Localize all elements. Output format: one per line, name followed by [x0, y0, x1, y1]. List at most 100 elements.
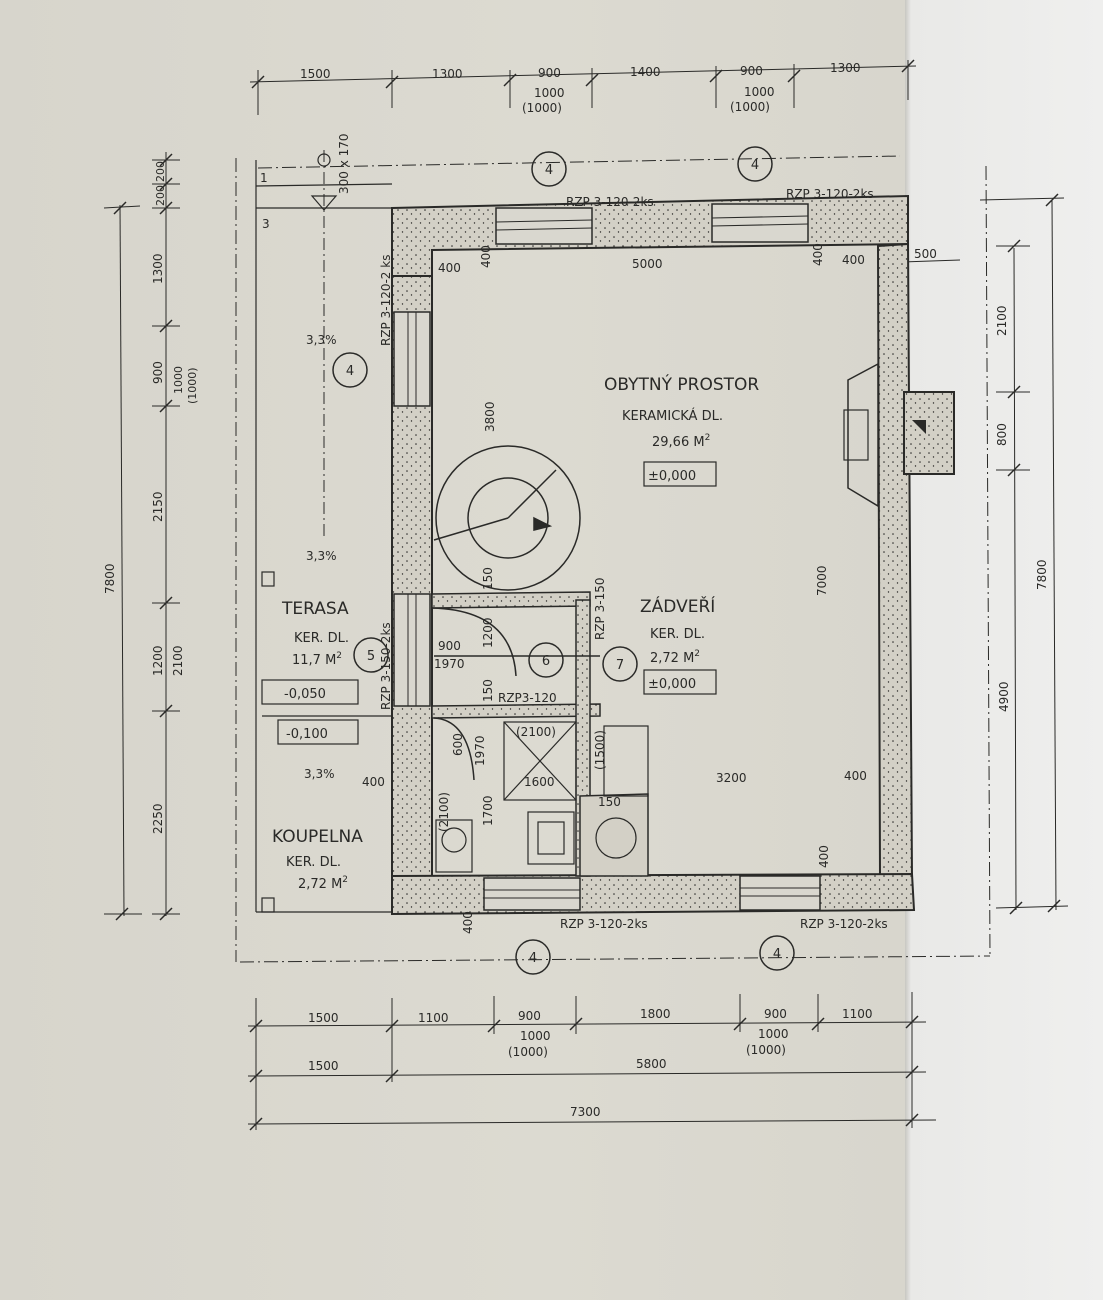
- window-label-bottom-left: RZP 3-120-2ks: [560, 917, 648, 931]
- dim-150b: 150: [481, 679, 495, 702]
- dim-bottom-sub1-b: 1000: [758, 1027, 789, 1041]
- dim-top-2: 1300: [432, 67, 463, 81]
- slope-top: 3,3%: [306, 333, 337, 347]
- dim-top-5: 900: [740, 64, 763, 78]
- dim-bottom-sub2-a: (1000): [508, 1045, 548, 1059]
- dim-left-2100: 2100: [171, 645, 185, 676]
- dim-left-2250: 2250: [151, 803, 165, 834]
- dim-right-500: 500: [914, 247, 937, 261]
- marker-4-bottom-right: 4: [773, 947, 781, 962]
- dim-1200: 1200: [481, 617, 495, 648]
- dim-3200: 3200: [716, 771, 747, 785]
- terrace-name: TERASA: [281, 599, 349, 619]
- dim-left-1000: 1000: [172, 366, 185, 394]
- dim-top-1: 1500: [300, 67, 331, 81]
- dim-bottom2-2: 5800: [636, 1057, 667, 1071]
- dim-5000: 5000: [632, 257, 663, 271]
- living-area: 29,66 M2: [652, 433, 710, 450]
- dim-bottom-1: 1500: [308, 1011, 339, 1025]
- dim-900: 900: [438, 639, 461, 653]
- bathroom-name: KOUPELNA: [272, 827, 363, 847]
- dim-bottom-sub2-b: (1000): [746, 1043, 786, 1057]
- marker-5: 5: [367, 649, 375, 664]
- terrace-level-2: -0,100: [286, 727, 328, 742]
- dim-400f: 400: [817, 845, 831, 868]
- dim-left-1200: 1200: [151, 645, 165, 676]
- dim-right-800: 800: [995, 423, 1009, 446]
- window-openings: [393, 203, 821, 911]
- dim-left-1300: 1300: [151, 253, 165, 284]
- marker-numbers: 4 4 4 5 6 7 4 4: [346, 158, 781, 966]
- dim-400a: 400: [438, 261, 461, 275]
- dim-bottom-6: 1100: [842, 1007, 873, 1021]
- section-markers: [332, 146, 795, 975]
- dim-bottom-2: 1100: [418, 1011, 449, 1025]
- window-label-bath: RZP3-120: [498, 691, 557, 705]
- living-floor: KERAMICKÁ DL.: [622, 408, 723, 424]
- slope-middle: 3,3%: [306, 549, 337, 563]
- dim-right-4900: 4900: [997, 681, 1011, 712]
- slope-bottom: 3,3%: [304, 767, 335, 781]
- dim-3800: 3800: [483, 401, 497, 432]
- marker-4-top-right: 4: [751, 158, 759, 173]
- dimension-lines: [103, 60, 1069, 1130]
- dim-400d: 400: [362, 775, 385, 789]
- dim-right-7800: 7800: [1035, 559, 1049, 590]
- window-label-inner: RZP 3-150: [593, 578, 607, 640]
- chimney-size: 300 x 170: [337, 133, 351, 194]
- dim-2100-paren-b: (2100): [437, 792, 451, 832]
- dim-1970a: 1970: [434, 657, 465, 671]
- window-label-top-left: RZP 3-120-2ks: [566, 195, 654, 209]
- entry-name: ZÁDVEŘÍ: [640, 595, 715, 617]
- dim-bottom-3: 900: [518, 1009, 541, 1023]
- dim-bottom3: 7300: [570, 1105, 601, 1119]
- terrace-outline: [255, 153, 717, 913]
- dim-left-200a: 200: [154, 161, 167, 182]
- dim-150c: 150: [598, 795, 621, 809]
- dim-left-200b: 200: [154, 185, 167, 206]
- dim-600: 600: [451, 733, 465, 756]
- window-labels: RZP 3-120-2ks RZP 3-120-2ks RZP 3-120-2 …: [379, 187, 888, 931]
- dim-right-2100: 2100: [995, 305, 1009, 336]
- terrace-floor: KER. DL.: [294, 631, 349, 646]
- dim-400-right: 400: [811, 243, 825, 266]
- bathroom-floor: KER. DL.: [286, 855, 341, 870]
- entry-area: 2,72 M2: [650, 649, 700, 666]
- dim-left-1000b: (1000): [186, 367, 199, 404]
- dim-top-sub2-b: (1000): [730, 100, 770, 114]
- dim-400-right-b: 400: [842, 253, 865, 267]
- dim-left-900: 900: [151, 361, 165, 384]
- dim-top-sub1-b: 1000: [744, 85, 775, 99]
- bathroom-fixtures: [435, 721, 649, 873]
- dim-2100-paren: (2100): [516, 725, 556, 739]
- window-label-bottom-right: RZP 3-120-2ks: [800, 917, 888, 931]
- grid-1: 1: [260, 171, 268, 185]
- dim-top-3: 900: [538, 66, 561, 80]
- dim-400b: 400: [479, 245, 493, 268]
- window-label-top-right: RZP 3-120-2ks: [786, 187, 874, 201]
- dim-bottom2-1: 1500: [308, 1059, 339, 1073]
- dim-400g: 400: [461, 911, 475, 934]
- dim-bottom-sub1-a: 1000: [520, 1029, 551, 1043]
- dim-top-sub1-a: 1000: [534, 86, 565, 100]
- dim-1970b: 1970: [473, 735, 487, 766]
- terrace-level-1: -0,050: [284, 687, 326, 702]
- marker-7: 7: [616, 658, 624, 673]
- grid-3: 3: [262, 217, 270, 231]
- door-swing: [431, 445, 600, 781]
- dim-bottom-4: 1800: [640, 1007, 671, 1021]
- dim-left-2150: 2150: [151, 491, 165, 522]
- dim-1700: 1700: [481, 795, 495, 826]
- living-name: OBYTNÝ PROSTOR: [604, 373, 759, 395]
- dimension-texts: 1500 1300 900 1 400 900 1300 1000 1000 (1…: [103, 61, 1049, 1119]
- dim-150a: 150: [481, 567, 495, 590]
- dim-7000: 7000: [815, 565, 829, 596]
- living-level: ±0,000: [648, 469, 696, 484]
- marker-6: 6: [542, 654, 550, 669]
- room-labels: OBYTNÝ PROSTOR KERAMICKÁ DL. 29,66 M2 ±0…: [272, 373, 759, 892]
- dim-1500-paren: (1500): [593, 730, 607, 770]
- walls: [391, 194, 955, 916]
- dim-top-6: 1300: [830, 61, 861, 75]
- dimension-ticks: [113, 59, 1061, 1131]
